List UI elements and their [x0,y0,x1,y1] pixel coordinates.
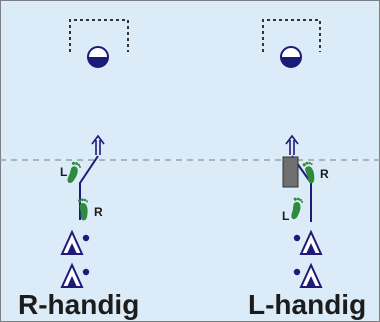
cone-icon [293,262,323,288]
caption-left-handed: L-handig [248,289,367,320]
foot-label-left: L [282,209,289,223]
caption-right-handed: R-handig [18,289,140,320]
footprint-icon [290,196,304,221]
cone-icon [293,229,323,255]
footprint-icon [302,160,319,185]
obstacle-icon [282,156,299,188]
right-panel: R L [262,19,329,288]
arrow-up-icon [285,134,299,155]
ball-icon [87,46,109,68]
goal-icon [69,19,129,52]
arrow-up-icon [91,134,105,155]
cone-icon [60,262,90,288]
left-panel: L R [60,19,129,288]
goal-icon [262,19,321,52]
footprint-icon [66,160,82,185]
ball-icon [280,46,302,68]
cone-icon [60,229,90,255]
foot-label-right: R [320,167,329,181]
foot-label-right: R [94,205,103,219]
foot-label-left: L [60,165,67,179]
